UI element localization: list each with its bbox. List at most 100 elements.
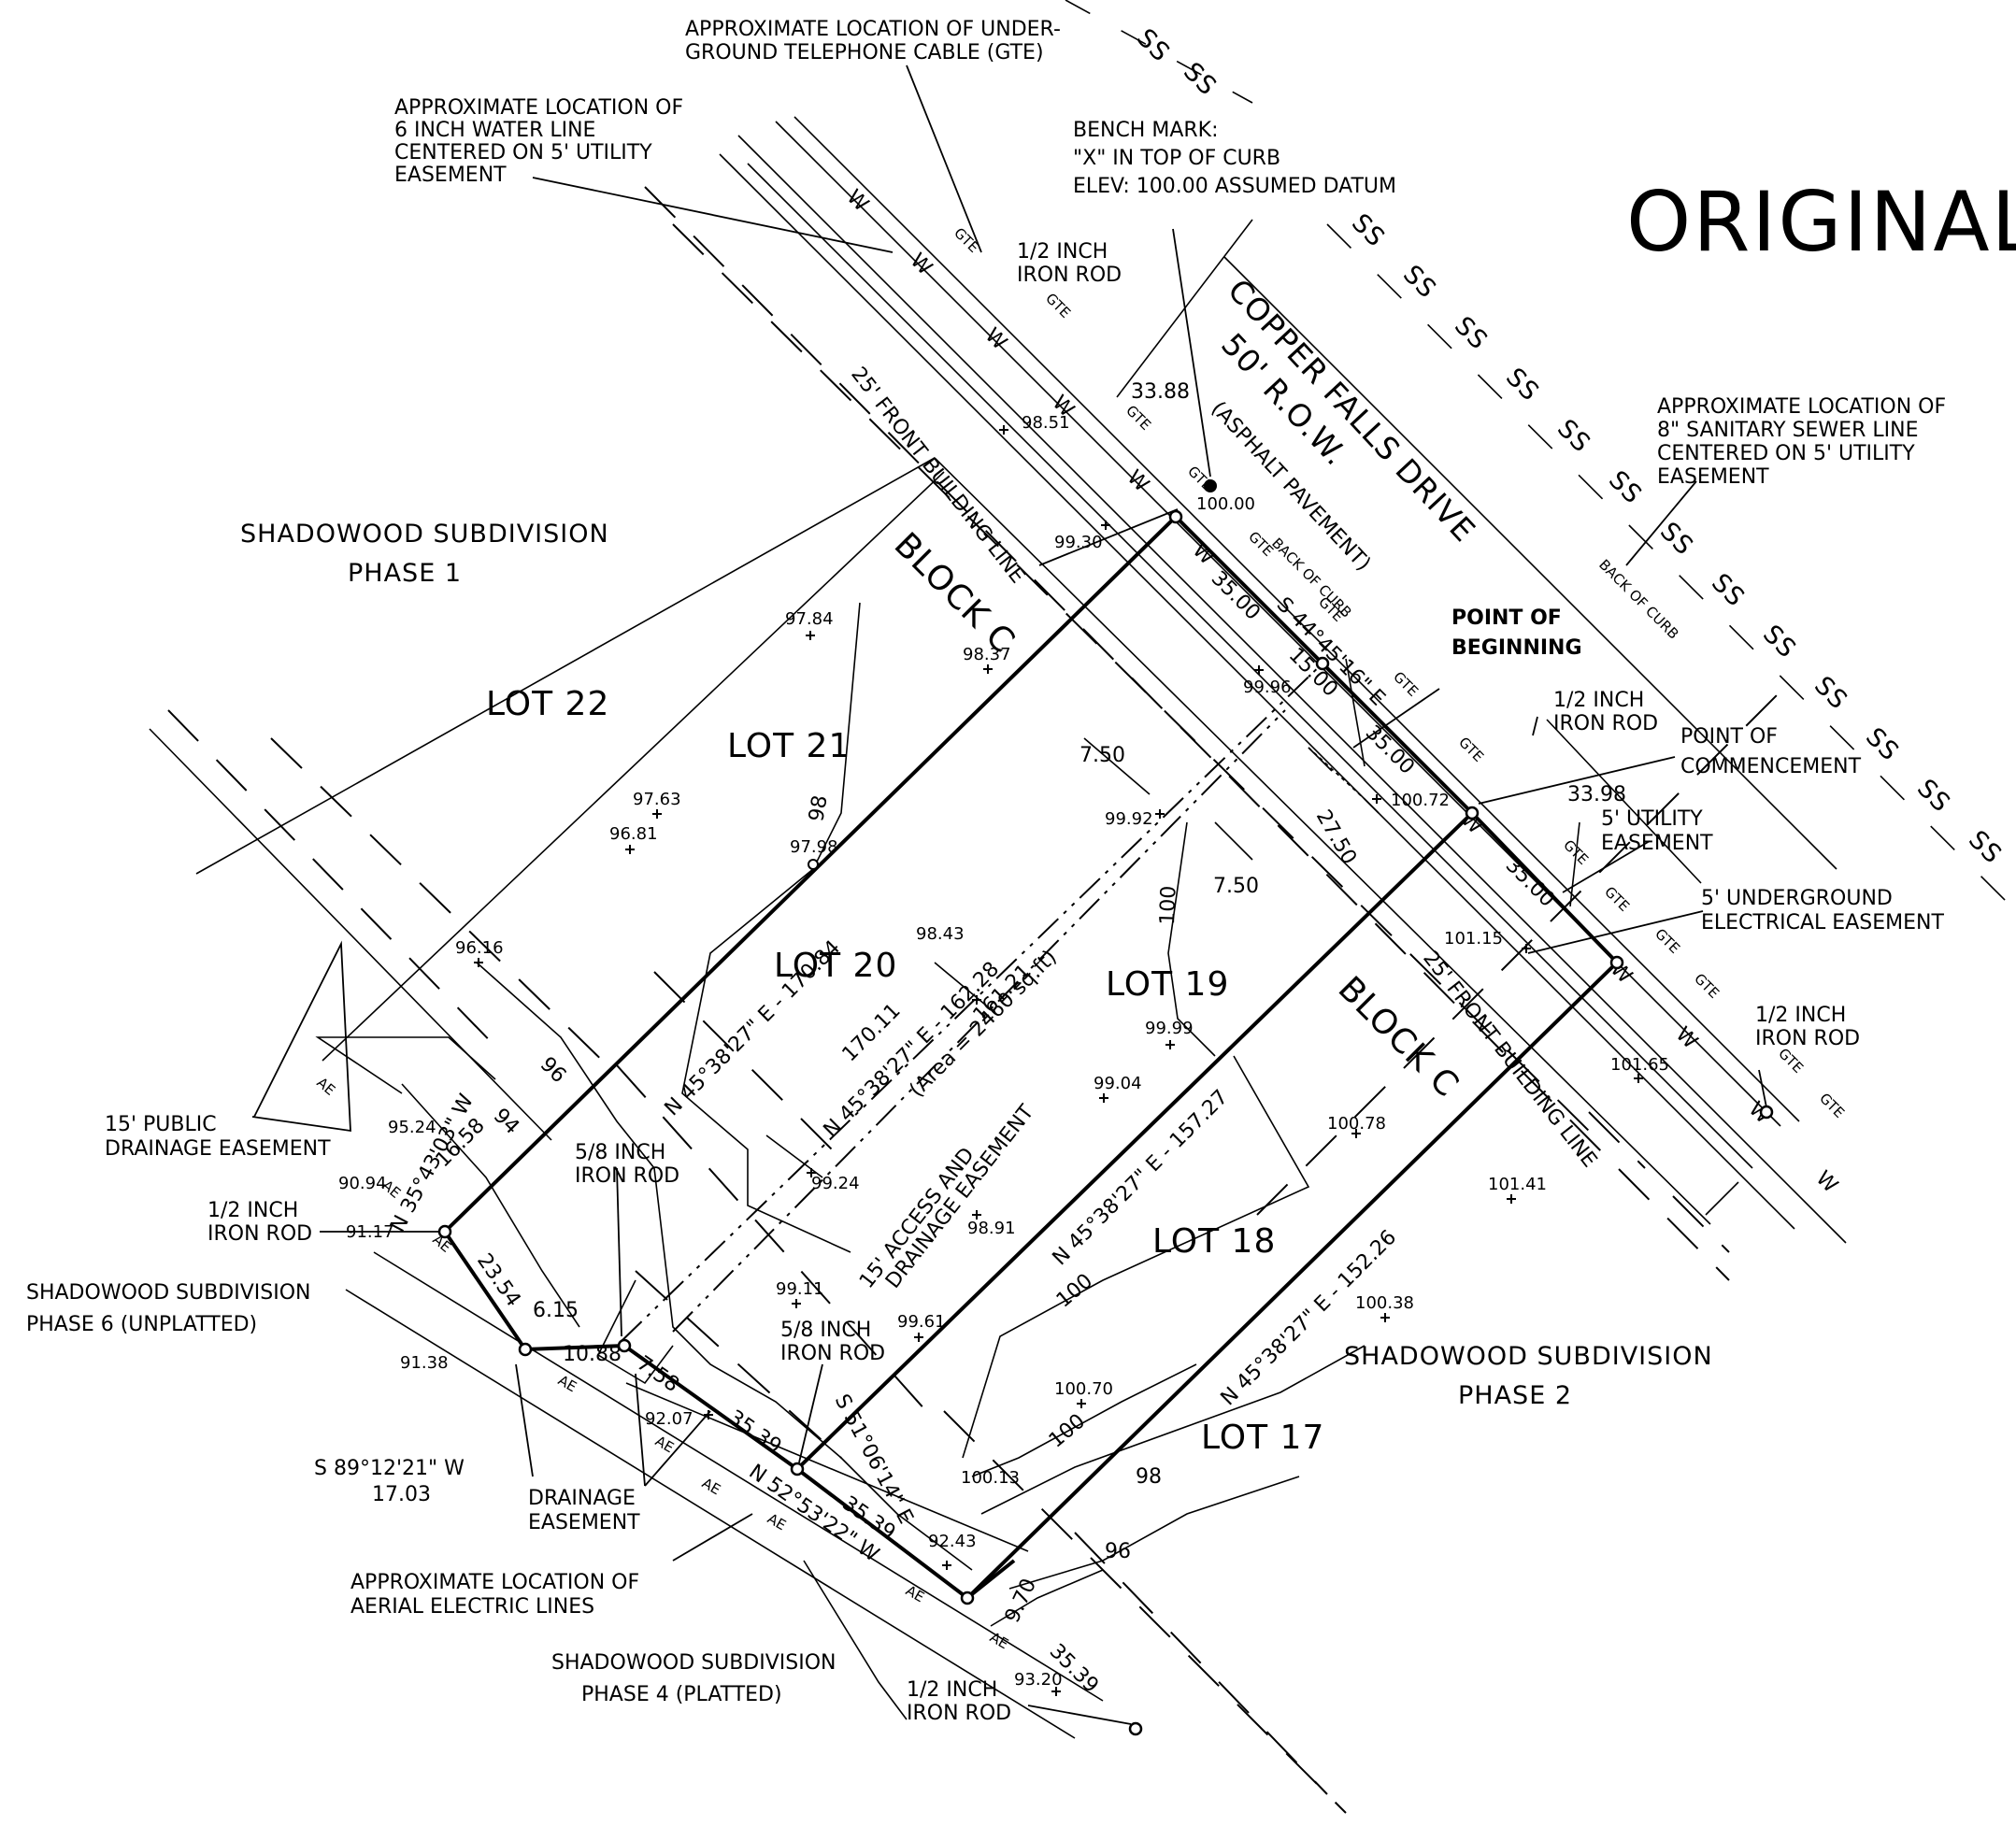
svg-text:1/2 INCH: 1/2 INCH — [207, 1199, 298, 1222]
svg-text:IRON ROD: IRON ROD — [1755, 1027, 1860, 1050]
svg-text:SS: SS — [1131, 23, 1176, 68]
elev-90-94: 90.94 — [338, 1174, 387, 1193]
svg-text:IRON ROD: IRON ROD — [575, 1164, 679, 1188]
access-easement-2: DRAINAGE EASEMENT — [881, 1101, 1039, 1293]
elev-101-65: 101.65 — [1610, 1055, 1669, 1075]
bearing-sw-1: S 89°12'21" W — [314, 1457, 465, 1480]
sewer-note-2: 8" SANITARY SEWER LINE — [1657, 419, 1918, 442]
svg-text:7.50: 7.50 — [1213, 875, 1259, 898]
monuments — [437, 479, 1774, 1736]
elev-97-98: 97.98 — [790, 837, 838, 857]
contour-100-c: 100 — [1045, 1409, 1090, 1452]
elev-99-04: 99.04 — [1094, 1074, 1142, 1093]
elev-101-41: 101.41 — [1488, 1175, 1547, 1194]
elev-92-07: 92.07 — [645, 1409, 693, 1429]
elev-97-84: 97.84 — [785, 609, 834, 629]
water-note-1: APPROXIMATE LOCATION OF — [394, 96, 683, 120]
svg-text:6.15: 6.15 — [533, 1299, 579, 1322]
svg-text:SS: SS — [1757, 620, 1802, 664]
svg-text:SS: SS — [1860, 722, 1905, 767]
svg-text:33.98: 33.98 — [1567, 783, 1626, 806]
iron-rod-north — [1168, 509, 1183, 524]
svg-text:AE: AE — [555, 1372, 579, 1395]
svg-text:35.39: 35.39 — [724, 1405, 786, 1459]
svg-text:W: W — [1811, 1167, 1842, 1198]
contour-94: 94 — [489, 1105, 523, 1139]
svg-text:IRON ROD: IRON ROD — [907, 1702, 1011, 1725]
elev-98-51: 98.51 — [1022, 413, 1070, 433]
svg-text:IRON ROD: IRON ROD — [207, 1222, 312, 1246]
back-of-curb-2: BACK OF CURB — [1595, 556, 1681, 642]
svg-text:1/2 INCH: 1/2 INCH — [907, 1678, 997, 1702]
dimension-marks — [765, 219, 1580, 1178]
svg-text:SS: SS — [1809, 671, 1853, 716]
svg-text:7.50: 7.50 — [1079, 744, 1125, 767]
svg-text:SS: SS — [1500, 363, 1545, 407]
poc-1: POINT OF — [1680, 725, 1778, 749]
phase1-line1: SHADOWOOD SUBDIVISION — [240, 520, 609, 549]
svg-text:AE: AE — [699, 1475, 723, 1498]
phase2-line2: PHASE 2 — [1458, 1381, 1572, 1410]
street-lines — [747, 116, 1837, 1169]
iron-rod-west — [437, 1224, 452, 1239]
aerial-note-2: AERIAL ELECTRIC LINES — [350, 1595, 594, 1619]
svg-text:9.70: 9.70 — [1001, 1576, 1041, 1627]
svg-text:1/2 INCH: 1/2 INCH — [1553, 689, 1644, 712]
iron-rod-far-south — [1128, 1721, 1143, 1736]
elev-99-99: 99.99 — [1145, 1019, 1194, 1038]
svg-text:35.00: 35.00 — [1501, 854, 1559, 912]
svg-text:1/2 INCH: 1/2 INCH — [1017, 240, 1108, 264]
bench-mark-3: ELEV: 100.00 ASSUMED DATUM — [1073, 175, 1396, 198]
elev-100-13: 100.13 — [961, 1468, 1020, 1488]
phase4-line2: PHASE 4 (PLATTED) — [581, 1683, 782, 1706]
contour-100-b: 100 — [1052, 1269, 1097, 1312]
point-of-commencement-rod — [1465, 806, 1480, 820]
water-note-2: 6 INCH WATER LINE — [394, 119, 595, 142]
svg-text:GTE: GTE — [1651, 925, 1683, 957]
contour-98-b: 98 — [1136, 1465, 1162, 1489]
elev-92-43: 92.43 — [928, 1532, 977, 1551]
bench-mark-1: BENCH MARK: — [1073, 119, 1219, 142]
building-lines — [167, 186, 1786, 1814]
elev-100-70: 100.70 — [1054, 1379, 1113, 1399]
gte-note-2: GROUND TELEPHONE CABLE (GTE) — [685, 41, 1044, 64]
svg-text:GTE: GTE — [1122, 402, 1154, 434]
elev-91-17: 91.17 — [346, 1222, 394, 1242]
svg-text:SS: SS — [1178, 57, 1222, 102]
elev-91-38: 91.38 — [400, 1353, 449, 1373]
svg-text:AE: AE — [765, 1510, 789, 1534]
svg-text:GTE: GTE — [1691, 970, 1723, 1002]
elev-99-11: 99.11 — [776, 1279, 824, 1299]
water-note-4: EASEMENT — [394, 164, 507, 187]
lot-21: LOT 21 — [727, 727, 851, 765]
elev-95-24: 95.24 — [388, 1118, 436, 1137]
contour-96: 96 — [536, 1053, 570, 1088]
phase4-line1: SHADOWOOD SUBDIVISION — [551, 1651, 836, 1675]
drainage-easement-1: DRAINAGE — [528, 1487, 636, 1510]
svg-text:SS: SS — [1963, 825, 2008, 870]
elev-98-37: 98.37 — [963, 645, 1011, 664]
sewer-note-1: APPROXIMATE LOCATION OF — [1657, 395, 1946, 419]
svg-text:1/2 INCH: 1/2 INCH — [1755, 1004, 1846, 1027]
elev-100-78: 100.78 — [1327, 1114, 1386, 1134]
elev-100-00: 100.00 — [1196, 494, 1255, 514]
iron-rod-east — [1609, 955, 1624, 970]
sewer-note-4: EASEMENT — [1657, 465, 1769, 489]
svg-text:SS: SS — [1397, 260, 1442, 305]
gte-cable-line: GTE GTE GTE GTE GTE GTE GTE GTE GTE GTE … — [737, 135, 1848, 1244]
svg-text:SS: SS — [1449, 311, 1494, 356]
underground-electric-1: 5' UNDERGROUND — [1701, 887, 1893, 910]
elev-99-30: 99.30 — [1054, 533, 1103, 552]
utility-easement-1: 5' UTILITY — [1601, 807, 1703, 831]
svg-text:10.88: 10.88 — [563, 1343, 622, 1366]
iron-rod-south — [960, 1591, 975, 1605]
lot-lines — [149, 457, 1739, 1720]
public-drainage-2: DRAINAGE EASEMENT — [105, 1137, 331, 1161]
bench-mark-point — [1204, 479, 1217, 492]
original-stamp: ORIGINAL — [1626, 174, 2016, 270]
svg-text:SS: SS — [1706, 568, 1751, 613]
elev-101-15: 101.15 — [1444, 929, 1503, 949]
lot-19: LOT 19 — [1106, 965, 1229, 1004]
svg-text:SS: SS — [1603, 465, 1648, 510]
